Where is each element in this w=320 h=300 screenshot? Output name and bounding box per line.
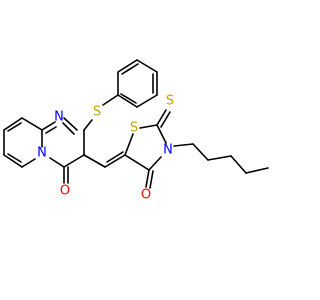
bond xyxy=(136,59,158,73)
bond xyxy=(117,94,138,108)
bond xyxy=(245,167,269,174)
bond xyxy=(63,154,85,168)
bond xyxy=(3,117,23,131)
bond-double xyxy=(149,170,154,189)
bond xyxy=(3,154,23,168)
bond-lines xyxy=(3,59,269,189)
bond-double-inner xyxy=(7,153,22,163)
bond xyxy=(41,121,56,131)
bond xyxy=(156,109,167,126)
bond xyxy=(63,117,78,131)
bond xyxy=(230,155,247,174)
bond-double xyxy=(160,111,171,128)
bond xyxy=(156,124,167,144)
bond xyxy=(207,155,232,161)
bond xyxy=(124,154,150,171)
atom-label-nitrogen: N xyxy=(163,143,173,158)
bond xyxy=(21,158,36,168)
bond-double-inner xyxy=(120,93,137,104)
bond-double-inner xyxy=(45,126,57,134)
bond xyxy=(21,117,43,131)
atom-label-oxygen: O xyxy=(141,188,151,203)
bond xyxy=(192,143,209,161)
bond xyxy=(139,124,158,129)
atom-label-nitrogen: N xyxy=(54,110,64,125)
bond xyxy=(173,143,194,147)
bond xyxy=(83,154,106,168)
bond xyxy=(49,157,65,168)
atom-label-nitrogen: N xyxy=(37,146,47,161)
atom-label-oxygen: O xyxy=(60,184,70,199)
atom-label-sulfur: S xyxy=(130,121,138,136)
bond-double-inner xyxy=(62,122,75,135)
bond xyxy=(102,94,119,106)
atom-label-sulfur: S xyxy=(166,94,174,109)
bond xyxy=(83,119,93,131)
bond-double-inner xyxy=(7,122,22,132)
structure-drawing: N N S O S S N O xyxy=(3,59,269,203)
bond xyxy=(145,169,150,188)
bond xyxy=(104,154,126,168)
atom-labels: N N S O S S N O xyxy=(37,94,174,203)
bond-double xyxy=(106,151,124,163)
bond xyxy=(148,156,162,171)
bond xyxy=(124,133,134,156)
bond-double-inner xyxy=(121,63,139,75)
bond xyxy=(117,59,138,73)
atom-label-sulfur: S xyxy=(93,105,101,120)
bond xyxy=(136,94,158,108)
